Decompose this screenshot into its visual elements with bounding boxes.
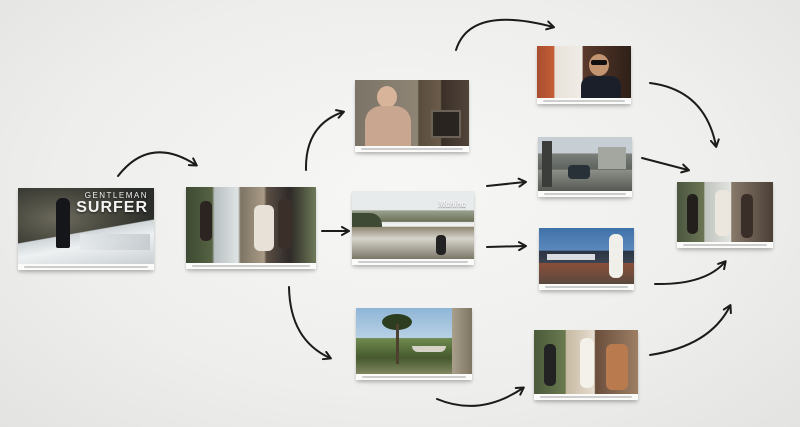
surfer-figure bbox=[56, 198, 70, 248]
arrow-2-to-5 bbox=[288, 286, 332, 361]
palm-trunk bbox=[396, 324, 399, 364]
arrow-4-to-8 bbox=[486, 241, 527, 252]
person-figure bbox=[200, 201, 212, 241]
surf-foam bbox=[80, 234, 150, 250]
shot-card-4[interactable]: Mahina bbox=[352, 191, 474, 265]
signature-text: Mahina bbox=[438, 199, 466, 209]
headland bbox=[352, 213, 382, 227]
tree-trunk bbox=[452, 308, 472, 374]
shot-card-10[interactable] bbox=[677, 182, 773, 248]
shot-photo-6 bbox=[537, 46, 631, 98]
shot-card-6[interactable] bbox=[537, 46, 631, 104]
man-torso bbox=[365, 106, 411, 146]
shot-card-5[interactable] bbox=[356, 308, 472, 380]
arrow-1-to-2 bbox=[117, 151, 198, 177]
person-figure bbox=[254, 205, 274, 251]
harbor-line bbox=[547, 254, 595, 260]
person-figure bbox=[741, 194, 753, 238]
man-torso bbox=[581, 76, 621, 98]
person-figure bbox=[606, 344, 628, 390]
arrow-2-to-3 bbox=[304, 109, 345, 171]
title-line-2: SURFER bbox=[76, 199, 148, 216]
shot-photo-4: Mahina bbox=[352, 191, 474, 259]
hammock bbox=[412, 346, 446, 352]
arrow-6-to-10 bbox=[649, 82, 720, 148]
shot-photo-9 bbox=[534, 330, 638, 394]
person-figure bbox=[715, 190, 731, 236]
shot-card-7[interactable] bbox=[538, 137, 632, 197]
person-figure bbox=[687, 194, 698, 234]
sunglasses bbox=[591, 60, 607, 65]
arrow-9-to-10 bbox=[649, 304, 732, 356]
shot-photo-7 bbox=[538, 137, 632, 191]
shot-card-3[interactable] bbox=[355, 80, 469, 152]
shot-card-9[interactable] bbox=[534, 330, 638, 400]
shot-card-1[interactable]: GENTLEMAN SURFER bbox=[18, 188, 154, 270]
shot-photo-10 bbox=[677, 182, 773, 242]
shot-photo-5 bbox=[356, 308, 472, 374]
person-figure bbox=[580, 338, 594, 388]
person-figure bbox=[609, 234, 623, 278]
title-line-1: GENTLEMAN bbox=[84, 191, 148, 200]
arrow-3-to-6 bbox=[455, 18, 555, 51]
vehicle bbox=[568, 165, 590, 179]
building bbox=[598, 147, 626, 169]
window-frame bbox=[431, 110, 461, 138]
arrow-5-to-9 bbox=[436, 386, 525, 407]
person-figure bbox=[436, 235, 446, 255]
shot-photo-2 bbox=[186, 187, 316, 263]
man-head bbox=[377, 86, 397, 108]
title-overlay: GENTLEMAN SURFER bbox=[76, 192, 148, 216]
shot-photo-3 bbox=[355, 80, 469, 146]
shot-card-2[interactable] bbox=[186, 187, 316, 269]
shot-photo-8 bbox=[539, 228, 634, 284]
arrow-8-to-10 bbox=[654, 260, 727, 286]
person-figure bbox=[278, 199, 292, 249]
shot-photo-1: GENTLEMAN SURFER bbox=[18, 188, 154, 264]
building bbox=[542, 141, 552, 187]
arrow-7-to-10 bbox=[641, 157, 690, 174]
person-figure bbox=[544, 344, 556, 386]
palm-canopy bbox=[382, 314, 412, 330]
shot-card-8[interactable] bbox=[539, 228, 634, 290]
arrow-4-to-7 bbox=[486, 177, 527, 188]
man-head bbox=[589, 54, 609, 76]
